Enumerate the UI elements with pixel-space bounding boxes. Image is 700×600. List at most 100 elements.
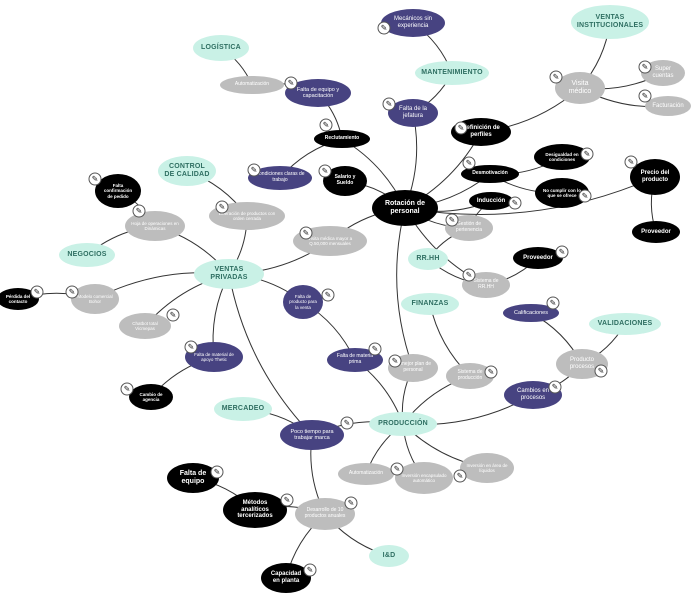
node-rotacion[interactable]: Rotación de personal: [372, 190, 438, 226]
node-condiciones[interactable]: Condiciones claras de trabajo: [248, 166, 312, 190]
edit-icon[interactable]: ✎: [340, 416, 354, 430]
edit-icon[interactable]: ✎: [319, 118, 333, 132]
node-control_calidad[interactable]: CONTROL DE CALIDAD: [158, 156, 216, 186]
node-modelo_comercial[interactable]: Modelo comercial Bohor: [71, 284, 119, 314]
node-liberacion[interactable]: Liberación de productos con orden cerrad…: [209, 202, 285, 230]
edit-icon[interactable]: ✎: [318, 164, 332, 178]
edit-icon[interactable]: ✎: [555, 245, 569, 259]
node-mantenimiento[interactable]: MANTENIMIENTO: [415, 61, 489, 85]
node-perdida_contacto[interactable]: Pérdida del contacto: [0, 288, 39, 310]
edit-icon[interactable]: ✎: [215, 200, 229, 214]
node-label-condiciones: Condiciones claras de trabajo: [255, 171, 305, 183]
node-induccion[interactable]: Inducción: [469, 192, 513, 210]
edit-icon[interactable]: ✎: [549, 70, 563, 84]
node-label-visita_mayor: Visita médica mayor a Q.50,000 mensuales: [307, 235, 353, 246]
edit-icon[interactable]: ✎: [30, 285, 44, 299]
edit-icon[interactable]: ✎: [299, 226, 313, 240]
edit-icon[interactable]: ✎: [184, 340, 198, 354]
edit-icon[interactable]: ✎: [247, 163, 261, 177]
edit-icon[interactable]: ✎: [388, 354, 402, 368]
node-reclutamiento[interactable]: Reclutamiento: [314, 130, 370, 148]
node-label-falta_material: Falta de material de apoyo Thetic: [194, 351, 234, 362]
node-produccion[interactable]: PRODUCCIÓN: [369, 412, 437, 436]
node-label-modelo_comercial: Modelo comercial Bohor: [77, 293, 113, 304]
node-negocios[interactable]: NEGOCIOS: [59, 243, 115, 267]
node-falta_equipo[interactable]: Falta de equipo: [167, 463, 219, 493]
edit-icon[interactable]: ✎: [65, 285, 79, 299]
node-falta_jefatura[interactable]: Falta de la jefatura: [388, 99, 438, 127]
node-falta_producto[interactable]: Falta de producto para la venta: [283, 285, 323, 319]
node-label-visita_medico: Visita médico: [568, 79, 592, 95]
node-label-logistica: LOGÍSTICA: [201, 43, 241, 51]
edit-icon[interactable]: ✎: [638, 89, 652, 103]
edit-icon[interactable]: ✎: [390, 462, 404, 476]
node-label-ventas_privadas: VENTAS PRIVADAS: [210, 265, 248, 281]
node-rrhh[interactable]: RR.HH: [408, 248, 448, 270]
edit-icon[interactable]: ✎: [624, 155, 638, 169]
edit-icon[interactable]: ✎: [453, 469, 467, 483]
edit-icon[interactable]: ✎: [462, 156, 476, 170]
node-calificaciones[interactable]: Calificaciones: [503, 304, 559, 322]
node-label-chatbot: Chatbot total Vicmepas: [132, 320, 158, 331]
node-label-validaciones: VALIDACIONES: [597, 319, 653, 327]
node-el_mejor[interactable]: El mejor plan de personal: [388, 354, 438, 382]
edit-icon[interactable]: ✎: [445, 213, 459, 227]
edit-icon[interactable]: ✎: [546, 296, 560, 310]
edit-icon[interactable]: ✎: [210, 465, 224, 479]
node-finanzas[interactable]: FINANZAS: [401, 293, 459, 315]
edit-icon[interactable]: ✎: [548, 380, 562, 394]
node-proveedor1[interactable]: Proveedor: [513, 247, 563, 269]
node-automatizacion[interactable]: Automatización: [220, 76, 284, 94]
edit-icon[interactable]: ✎: [284, 76, 298, 90]
node-metodos[interactable]: Métodos analíticos tercerizados: [223, 492, 287, 528]
edit-icon[interactable]: ✎: [132, 204, 146, 218]
node-precio[interactable]: Precio del producto: [630, 159, 680, 195]
node-label-inversion_llenado: Inversión en área de líquidos: [466, 462, 508, 473]
edit-icon[interactable]: ✎: [382, 97, 396, 111]
node-chatbot[interactable]: Chatbot total Vicmepas: [119, 313, 171, 339]
node-visita_medico[interactable]: Visita médico: [555, 72, 605, 104]
node-mecanicos[interactable]: Mecánicos sin experiencia: [381, 9, 445, 37]
node-label-sistema_rrhh: Sistema de RR.HH: [473, 278, 499, 290]
node-logistica[interactable]: LOGÍSTICA: [193, 35, 249, 61]
edit-icon[interactable]: ✎: [321, 288, 335, 302]
node-ventas_privadas[interactable]: VENTAS PRIVADAS: [194, 259, 264, 289]
edit-icon[interactable]: ✎: [484, 365, 498, 379]
node-label-cambio_agencia: Cambio de agencia: [139, 391, 163, 402]
edit-icon[interactable]: ✎: [166, 308, 180, 322]
edit-icon[interactable]: ✎: [368, 342, 382, 356]
node-poco_tiempo[interactable]: Poco tiempo para trabajar marca: [280, 420, 344, 450]
node-iyd[interactable]: I&D: [369, 545, 409, 567]
node-inversion_llenado[interactable]: Inversión en área de líquidos: [460, 453, 514, 483]
edit-icon[interactable]: ✎: [88, 172, 102, 186]
node-label-rotacion: Rotación de personal: [384, 199, 426, 215]
node-ventas_inst[interactable]: VENTAS INSTITUCIONALES: [571, 5, 649, 39]
edit-icon[interactable]: ✎: [120, 382, 134, 396]
edit-icon[interactable]: ✎: [508, 196, 522, 210]
node-capacidad[interactable]: Capacidad en planta: [261, 563, 311, 593]
edit-icon[interactable]: ✎: [454, 121, 468, 135]
edge-rotacion-precio: [404, 176, 656, 215]
node-facturacion[interactable]: Facturación: [645, 96, 691, 116]
edit-icon[interactable]: ✎: [578, 189, 592, 203]
edit-icon[interactable]: ✎: [280, 493, 294, 507]
node-label-control_calidad: CONTROL DE CALIDAD: [164, 162, 210, 178]
node-label-proveedor1: Proveedor: [523, 254, 553, 261]
edit-icon[interactable]: ✎: [303, 563, 317, 577]
node-falta_confirmacion[interactable]: Falta confirmación de pedido: [95, 174, 141, 208]
edit-icon[interactable]: ✎: [594, 364, 608, 378]
edit-icon[interactable]: ✎: [377, 21, 391, 35]
edit-icon[interactable]: ✎: [638, 60, 652, 74]
node-label-falta_equipo: Falta de equipo: [179, 469, 207, 485]
node-desmotivacion[interactable]: Desmotivación: [461, 165, 519, 183]
node-proveedor2[interactable]: Proveedor: [632, 221, 680, 243]
node-automatizacion2[interactable]: Automatización: [338, 463, 394, 485]
node-cambio_agencia[interactable]: Cambio de agencia: [129, 384, 173, 410]
node-mercadeo[interactable]: MERCADEO: [214, 397, 272, 421]
node-inversion_encapsulado[interactable]: Inversión encapsulado automático: [395, 462, 453, 494]
edit-icon[interactable]: ✎: [462, 268, 476, 282]
edit-icon[interactable]: ✎: [580, 147, 594, 161]
node-label-falta_confirmacion: Falta confirmación de pedido: [103, 183, 133, 199]
node-validaciones[interactable]: VALIDACIONES: [589, 313, 661, 335]
edit-icon[interactable]: ✎: [344, 496, 358, 510]
